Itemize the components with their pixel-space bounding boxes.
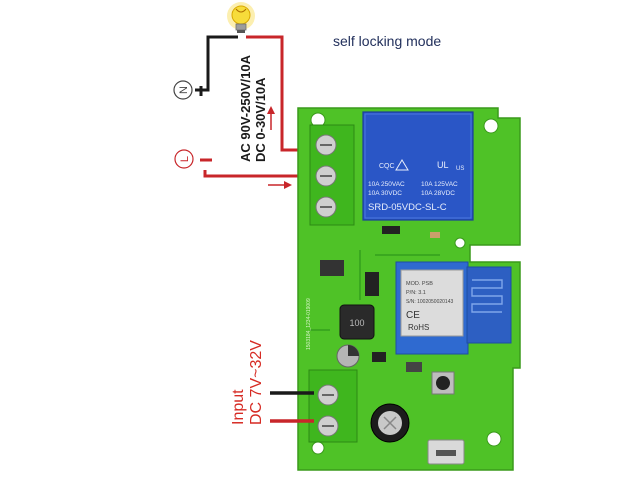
electrolytic-capacitor-small	[336, 344, 360, 368]
input-label-line2: DC 7V~32V	[248, 340, 265, 425]
wifi-module-line3: S/N: 1002050020143	[406, 299, 453, 305]
relay-component: CQC UL US 10A 250VAC 10A 30VDC 10A 125VA…	[362, 111, 474, 221]
mounting-hole	[486, 431, 502, 447]
svg-text:100: 100	[349, 318, 364, 328]
smd-component	[320, 260, 344, 276]
svg-text:L: L	[179, 156, 191, 162]
relay-ul-mark: UL	[437, 160, 449, 170]
relay-spec-left-2: 10A 30VDC	[368, 190, 402, 197]
neutral-wire	[195, 35, 238, 92]
arrow-up-icon	[267, 106, 275, 130]
relay-model: SRD-05VDC-SL-C	[368, 202, 447, 213]
smd-component	[406, 362, 422, 372]
mounting-hole	[311, 441, 325, 455]
wifi-module-line2: P/N: 3.1	[406, 290, 426, 296]
relay-us-mark: US	[456, 166, 464, 172]
micro-usb-port[interactable]	[427, 439, 465, 465]
board-silkscreen: 1503184_1234-019009	[306, 298, 312, 350]
smd-component	[382, 226, 400, 234]
push-button[interactable]	[431, 371, 455, 395]
svg-text:N: N	[178, 86, 190, 94]
mounting-hole	[483, 118, 499, 134]
relay-spec-right-1: 10A 125VAC	[421, 181, 458, 188]
neutral-terminal-symbol: N	[173, 80, 193, 100]
smd-component	[365, 272, 379, 296]
rohs-mark: RoHS	[408, 323, 429, 332]
light-bulb-icon	[227, 2, 255, 33]
input-label-line1: Input	[230, 389, 247, 425]
smd-component	[430, 232, 440, 238]
input-voltage-label: Input DC 7V~32V	[230, 340, 266, 425]
power-inductor: 100	[339, 304, 375, 340]
arrow-right-icon	[268, 181, 292, 189]
input-terminal-block	[308, 369, 358, 443]
wifi-module: MOD. PSB P/N: 3.1 S/N: 1002050020143 CE …	[395, 261, 512, 355]
load-terminal-block	[309, 124, 355, 226]
relay-spec-right-2: 10A 28VDC	[421, 190, 455, 197]
mounting-hole	[454, 237, 466, 249]
relay-spec-left-1: 10A 250VAC	[368, 181, 405, 188]
warning-triangle-icon	[395, 159, 409, 171]
smd-component	[372, 352, 386, 362]
load-rating-dc: DC 0-30V/10A	[253, 77, 268, 162]
wifi-module-line1: MOD. PSB	[406, 281, 433, 287]
mode-title: self locking mode	[333, 33, 442, 49]
electrolytic-capacitor-large	[370, 403, 410, 443]
relay-cqc-mark: CQC	[379, 163, 395, 170]
live-wire-input	[203, 170, 318, 178]
load-rating-ac: AC 90V-250V/10A	[238, 55, 253, 162]
live-terminal-symbol: L	[174, 149, 194, 169]
load-rating-label: AC 90V-250V/10A DC 0-30V/10A	[238, 55, 268, 162]
ce-mark: CE	[406, 310, 420, 321]
